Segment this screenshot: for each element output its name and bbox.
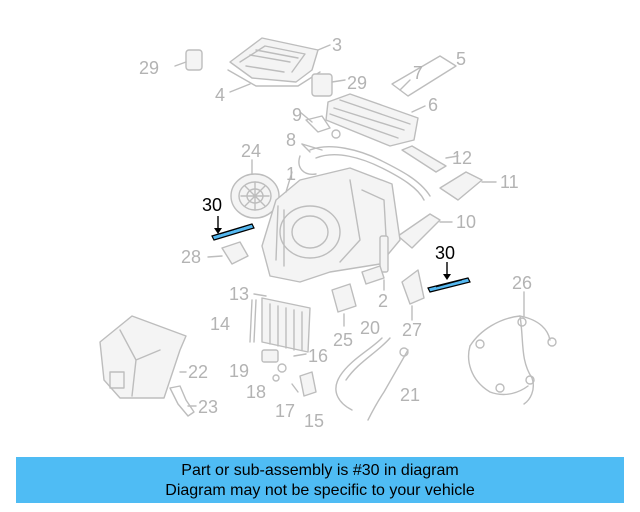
part-15-17-sensor xyxy=(291,371,317,397)
callout-26: 26 xyxy=(512,273,532,293)
part-25-servo xyxy=(331,283,357,327)
callout-14: 14 xyxy=(210,314,230,334)
part-10-door xyxy=(397,213,453,249)
callout-3: 3 xyxy=(332,35,342,55)
callout-16: 16 xyxy=(308,346,328,366)
part-22-case xyxy=(99,315,187,399)
callout-28: 28 xyxy=(181,247,201,267)
part-28-clip xyxy=(207,241,249,265)
callout-9: 9 xyxy=(292,105,302,125)
callout-12: 12 xyxy=(452,148,472,168)
part-29-clip-right xyxy=(311,73,346,97)
callout-5: 5 xyxy=(456,49,466,69)
part-20-21-pipes xyxy=(335,337,409,421)
part-12-seal xyxy=(401,145,459,173)
callout-17: 17 xyxy=(275,401,295,421)
info-banner: Part or sub-assembly is #30 in diagram D… xyxy=(16,457,624,503)
callout-6: 6 xyxy=(428,95,438,115)
part-26-wiring-harness xyxy=(467,291,557,405)
part-30-highlight-left xyxy=(211,216,255,241)
callout-15: 15 xyxy=(304,411,324,431)
callout-21: 21 xyxy=(400,385,420,405)
callout-18: 18 xyxy=(246,382,266,402)
callout-11: 11 xyxy=(500,172,519,192)
callout-1: 1 xyxy=(286,164,296,184)
callout-7: 7 xyxy=(413,63,423,83)
callout-29-right: 29 xyxy=(347,73,367,93)
part-30-highlight-right xyxy=(427,262,471,293)
callout-2: 2 xyxy=(378,291,388,311)
callout-29-left: 29 xyxy=(139,58,159,78)
part-29-clip-left xyxy=(174,49,203,71)
part-1-hvac-housing xyxy=(261,167,401,283)
part-pipes xyxy=(298,146,431,201)
callout-22: 22 xyxy=(188,362,208,382)
part-8-9-valve xyxy=(299,111,341,153)
callout-30-right: 30 xyxy=(435,243,455,263)
part-11-duct xyxy=(439,171,497,201)
part-16-18-19-fittings xyxy=(261,349,307,382)
banner-line-disclaimer: Diagram may not be specific to your vehi… xyxy=(165,482,475,499)
callout-10: 10 xyxy=(456,212,476,232)
part-2-actuator xyxy=(361,235,389,291)
callout-19: 19 xyxy=(229,361,249,381)
part-27-bracket xyxy=(401,269,425,321)
callout-13: 13 xyxy=(229,284,249,304)
callout-30-left: 30 xyxy=(202,195,222,215)
callout-8: 8 xyxy=(286,130,296,150)
part-24-blower-motor xyxy=(230,159,280,219)
callout-25: 25 xyxy=(333,330,353,350)
banner-line-part: Part or sub-assembly is #30 in diagram xyxy=(181,462,459,479)
callout-27: 27 xyxy=(402,320,422,340)
callout-24: 24 xyxy=(241,141,261,161)
part-5-6-7-evaporator xyxy=(325,55,457,147)
part-23-bracket xyxy=(169,385,197,417)
callout-23: 23 xyxy=(198,397,218,417)
callout-4: 4 xyxy=(215,85,225,105)
callout-20: 20 xyxy=(360,318,380,338)
part-3-4-filter-housing xyxy=(227,37,331,93)
part-13-heater-core xyxy=(249,293,311,353)
